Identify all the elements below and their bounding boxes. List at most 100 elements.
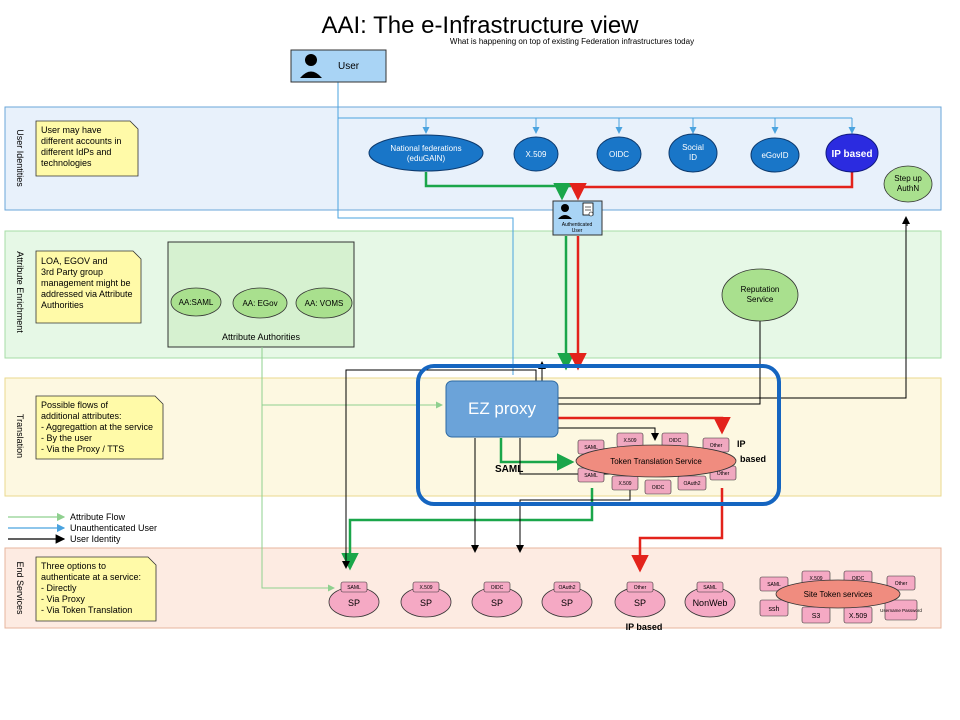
idp-oidc[interactable]: OIDC — [596, 136, 642, 172]
auth-user-line: User — [572, 228, 583, 234]
sp-saml[interactable]: SAML SP — [328, 581, 380, 618]
note-line: different accounts in — [41, 136, 121, 146]
aa-saml-label: AA:SAML — [179, 298, 214, 307]
note-line: LOA, EGOV and — [41, 256, 108, 266]
note-line: - Via Proxy — [41, 594, 85, 604]
note-services: Three options to authenticate at a servi… — [35, 556, 157, 622]
note-line: - Aggregattion at the service — [41, 422, 153, 432]
band-label-enrichment: Attribute Enrichment — [15, 251, 25, 333]
user-identity-flows — [342, 216, 910, 569]
note-line: authenticate at a service: — [41, 572, 141, 582]
note-identities: User may have different accounts in diff… — [35, 120, 139, 177]
aa-voms-node — [295, 287, 353, 319]
sp-chip — [553, 581, 581, 593]
sp-chip — [696, 581, 724, 593]
attribute-flows — [261, 347, 443, 592]
diagram-subtitle: What is happening on top of existing Fed… — [450, 37, 694, 46]
ez-proxy-label: EZ proxy — [468, 399, 537, 418]
tts-chip-label: OIDC — [669, 438, 682, 444]
site-chip — [886, 575, 916, 591]
user-icon — [300, 54, 322, 78]
note-translation: Possible flows of additional attributes:… — [35, 395, 164, 460]
tts-chip — [644, 479, 672, 495]
note-line: technologies — [41, 158, 92, 168]
site-sub-label: S3 — [812, 613, 821, 620]
idp-oidc-label: OIDC — [609, 150, 629, 159]
note-line: addressed via Attribute — [41, 289, 133, 299]
site-sub-label: Username Password — [880, 608, 922, 613]
diagram-title: AAI: The e-Infrastructure view — [321, 12, 639, 39]
ip-based-services-label: IP based — [626, 622, 663, 632]
note-line: Possible flows of — [41, 400, 109, 410]
ez-proxy-node[interactable]: EZ proxy — [445, 380, 559, 438]
tts-chip-label: Other — [717, 471, 730, 477]
note-line: 3rd Party group — [41, 267, 103, 277]
nonweb-chip-label: SAML — [703, 585, 717, 591]
idp-social-line: ID — [689, 153, 697, 162]
idp-egovid[interactable]: eGovID — [750, 137, 800, 173]
sp-chip-label: Other — [634, 585, 647, 591]
site-chip-label: Other — [895, 581, 908, 587]
step-up-line: Step up — [894, 174, 922, 183]
note-line: - Via the Proxy / TTS — [41, 444, 124, 454]
idp-national-federations[interactable]: National federations (eduGAIN) — [368, 134, 484, 172]
tts-chip-label: OAuth2 — [684, 481, 701, 487]
certificate-icon — [582, 202, 594, 217]
idp-x509[interactable]: X.509 — [513, 136, 559, 172]
sp-label: SP — [561, 598, 573, 608]
sp-label: SP — [634, 598, 646, 608]
sp-chip-label: OAuth2 — [559, 585, 576, 591]
nonweb-service[interactable]: SAML NonWeb — [684, 581, 736, 618]
reputation-line: Reputation — [741, 285, 780, 294]
band-label-translation: Translation — [15, 414, 25, 458]
sp-label: SP — [420, 598, 432, 608]
sp-other[interactable]: Other SP — [614, 581, 666, 618]
site-token-services[interactable]: SAML X.509 OIDC Other ssh S3 X.509 Usern… — [759, 570, 922, 624]
tts-chip — [677, 475, 707, 491]
aa-egov-node — [232, 287, 288, 319]
red-flow — [556, 172, 854, 573]
sp-chip — [412, 581, 440, 593]
sp-label: SP — [491, 598, 503, 608]
tts-chip-label: OIDC — [652, 485, 665, 491]
attribute-authorities-box: AA:SAML AA: EGov AA: VOMS Attribute Auth… — [167, 241, 355, 348]
idp-national-line: (eduGAIN) — [407, 154, 446, 163]
token-translation-service[interactable]: SAML X.509 OIDC Other SAML X.509 OIDC OA… — [575, 432, 737, 495]
ez-proxy-container — [416, 364, 781, 506]
sp-oidc[interactable]: OIDC SP — [471, 581, 523, 618]
idp-x509-label: X.509 — [526, 150, 547, 159]
tts-chip-label: X.509 — [623, 438, 636, 444]
step-up-line: AuthN — [897, 184, 919, 193]
note-line: different IdPs and — [41, 147, 111, 157]
legend-attribute-flow: Attribute Flow — [70, 512, 126, 522]
user-node[interactable]: User — [290, 49, 387, 83]
idp-social-id[interactable]: Social ID — [668, 133, 718, 173]
site-sub-label: ssh — [769, 606, 780, 613]
aa-saml-node — [170, 287, 222, 317]
idp-ip-based[interactable]: IP based — [825, 133, 879, 173]
note-line: management might be — [41, 278, 131, 288]
unauthenticated-flows — [337, 80, 856, 375]
reputation-line: Service — [747, 295, 774, 304]
aa-voms-label: AA: VOMS — [305, 299, 344, 308]
tts-chip-label: SAML — [584, 445, 598, 451]
idp-egovid-label: eGovID — [761, 151, 788, 160]
reputation-service-node[interactable]: Reputation Service — [721, 268, 799, 322]
sp-chip — [483, 581, 511, 593]
idp-national-line: National federations — [390, 144, 461, 153]
step-up-authn-node[interactable]: Step up AuthN — [883, 165, 933, 203]
sp-chip-label: X.509 — [419, 585, 432, 591]
band-attribute-enrichment — [4, 230, 942, 359]
sp-x509[interactable]: X.509 SP — [400, 581, 452, 618]
note-line: - Directly — [41, 583, 77, 593]
sp-oauth2[interactable]: OAuth2 SP — [541, 581, 593, 618]
tts-chip-label: SAML — [584, 473, 598, 479]
site-chip-label: OIDC — [852, 576, 865, 582]
note-line: - By the user — [41, 433, 92, 443]
sp-chip-label: SAML — [347, 585, 361, 591]
tts-chip-label: X.509 — [618, 481, 631, 487]
site-chip-label: X.509 — [809, 576, 822, 582]
tts-chip-label: Other — [710, 443, 723, 449]
site-chip — [759, 576, 789, 592]
